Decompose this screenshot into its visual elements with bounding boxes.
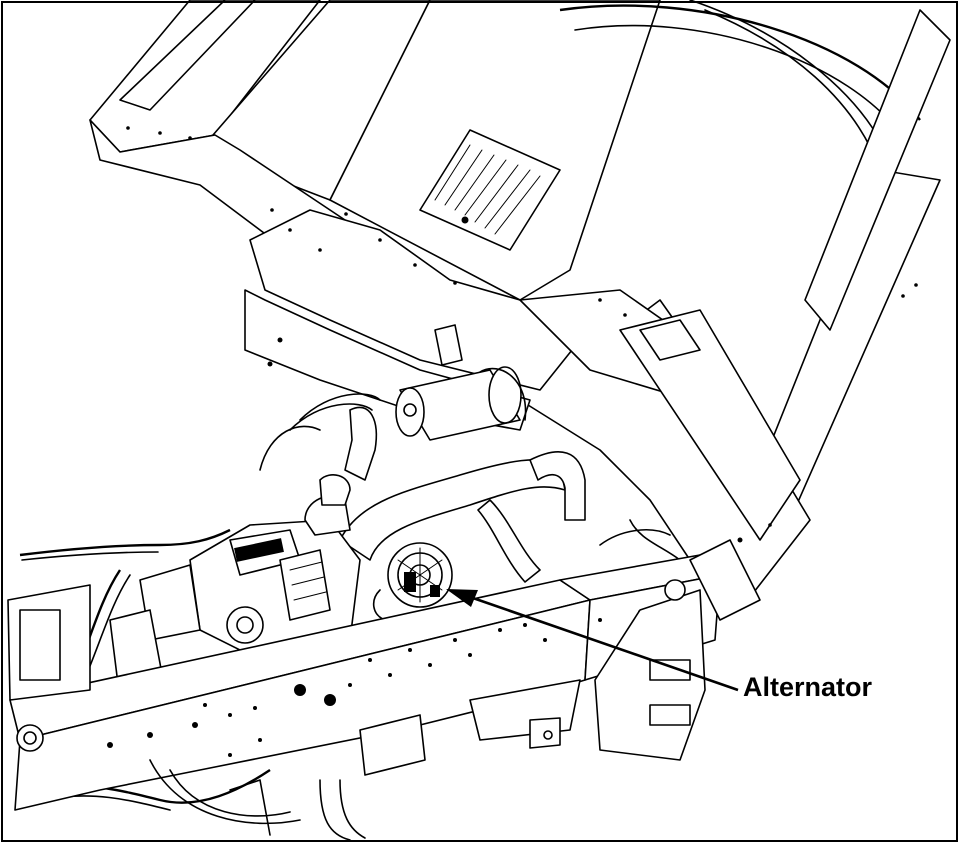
lower-components [149,679,581,841]
callout-alternator-leader [446,589,739,692]
air-filter [395,324,527,441]
front-bracket [594,539,761,761]
alternator [372,542,453,621]
hoses [259,393,586,583]
callout-arrowhead [446,589,478,607]
vent-grille [434,144,541,235]
cab-rivets [126,126,918,543]
callout-label-alternator: Alternator [743,672,873,702]
frame-rail [7,554,721,811]
tilted-cab [89,0,951,611]
